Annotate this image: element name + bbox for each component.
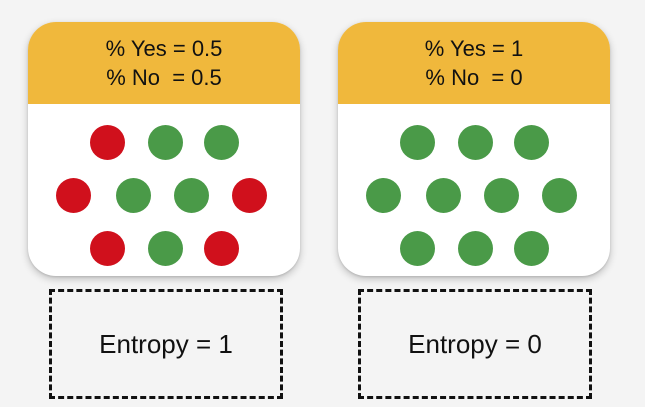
yes-dot — [542, 178, 577, 213]
no-dot — [232, 178, 267, 213]
yes-dot — [514, 231, 549, 266]
yes-dot — [116, 178, 151, 213]
yes-dot — [148, 231, 183, 266]
dot-cluster — [28, 104, 300, 276]
proportion-header: % Yes = 0.5 % No = 0.5 — [28, 22, 300, 104]
no-proportion-label: % No = 0.5 — [106, 65, 222, 90]
class-card-pure: % Yes = 1 % No = 0 — [338, 22, 610, 276]
yes-dot — [458, 231, 493, 266]
yes-dot — [458, 125, 493, 160]
yes-dot — [174, 178, 209, 213]
no-dot — [204, 231, 239, 266]
entropy-label: Entropy = 1 — [99, 328, 233, 359]
yes-dot — [514, 125, 549, 160]
yes-dot — [366, 178, 401, 213]
no-dot — [90, 231, 125, 266]
class-card-mixed: % Yes = 0.5 % No = 0.5 — [28, 22, 300, 276]
no-dot — [90, 125, 125, 160]
yes-proportion-label: % Yes = 1 — [424, 36, 524, 61]
yes-dot — [400, 231, 435, 266]
no-dot — [56, 178, 91, 213]
yes-dot — [204, 125, 239, 160]
entropy-box-pure: Entropy = 0 — [358, 289, 592, 399]
no-proportion-label: % No = 0 — [425, 65, 523, 90]
proportion-header: % Yes = 1 % No = 0 — [338, 22, 610, 104]
yes-proportion-label: % Yes = 0.5 — [105, 36, 223, 61]
yes-dot — [148, 125, 183, 160]
yes-dot — [484, 178, 519, 213]
entropy-box-mixed: Entropy = 1 — [49, 289, 283, 399]
yes-dot — [426, 178, 461, 213]
entropy-label: Entropy = 0 — [408, 328, 542, 359]
yes-dot — [400, 125, 435, 160]
dot-cluster — [338, 104, 610, 276]
